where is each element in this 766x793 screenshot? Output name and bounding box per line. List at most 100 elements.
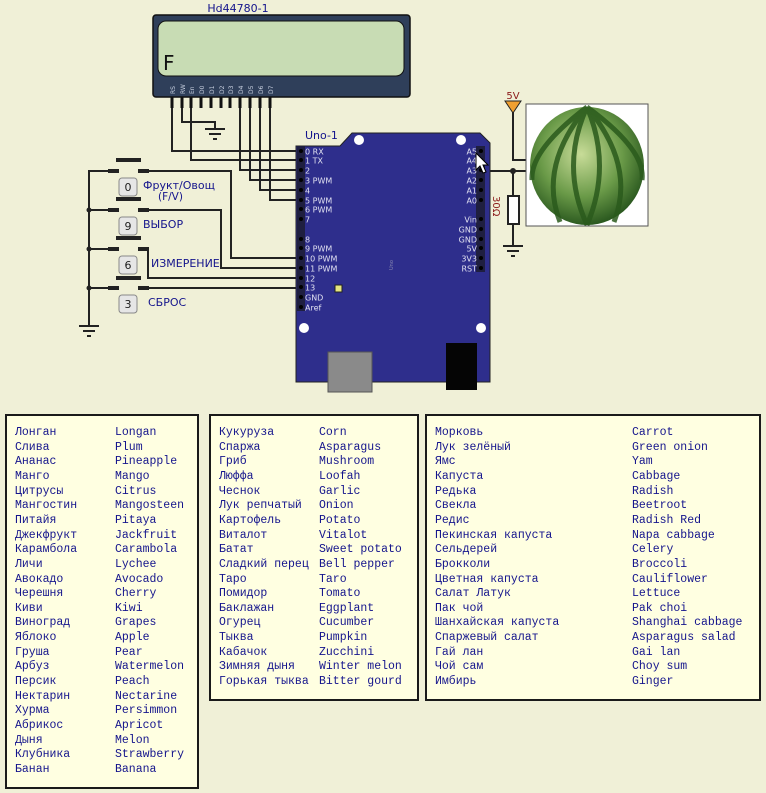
board-pin-label: 5V bbox=[466, 245, 477, 254]
item-russian: Сладкий перец bbox=[219, 557, 309, 571]
item-english: Beetroot bbox=[632, 499, 688, 513]
board-pin[interactable] bbox=[299, 266, 303, 270]
item-english: Carrot bbox=[632, 426, 674, 439]
item-english: Zucchini bbox=[319, 645, 375, 659]
board-pin-label: A1 bbox=[466, 187, 477, 196]
item-russian: Виноград bbox=[15, 616, 71, 630]
resistor[interactable]: 30Ω bbox=[490, 195, 520, 225]
board-pin-label: 12 bbox=[305, 275, 315, 284]
board-pin-label: GND bbox=[305, 294, 323, 303]
item-english: Watermelon bbox=[115, 660, 185, 674]
item-russian: Ананас bbox=[15, 455, 57, 469]
item-english: Radish bbox=[632, 484, 674, 498]
item-english: Shanghai cabbage bbox=[632, 616, 743, 630]
item-russian: Тыква bbox=[219, 631, 254, 645]
board-pin-label: Vin bbox=[464, 216, 477, 225]
item-russian: Карамбола bbox=[15, 543, 78, 557]
board-pin[interactable] bbox=[479, 178, 483, 182]
item-english: Napa cabbage bbox=[632, 528, 715, 542]
board-pin-label: A3 bbox=[466, 167, 477, 176]
board-pin[interactable] bbox=[479, 246, 483, 250]
board-pin[interactable] bbox=[299, 295, 303, 299]
board-pin[interactable] bbox=[299, 217, 303, 221]
lcd-pin-label: RS bbox=[170, 86, 177, 94]
board-pin[interactable] bbox=[479, 256, 483, 260]
item-russian: Чеснок bbox=[219, 484, 261, 498]
item-english: Eggplant bbox=[319, 601, 375, 615]
item-russian: Ямс bbox=[435, 455, 456, 469]
item-russian: Лук зелёный bbox=[435, 440, 511, 454]
item-english: Mangosteen bbox=[115, 499, 185, 513]
item-english: Vitalot bbox=[319, 528, 368, 542]
item-english: Bell pepper bbox=[319, 557, 395, 571]
board-pin[interactable] bbox=[299, 285, 303, 289]
item-english: Asparagus salad bbox=[632, 631, 736, 645]
item-russian: Личи bbox=[15, 557, 43, 571]
item-russian: Мангостин bbox=[15, 499, 78, 513]
board-pin[interactable] bbox=[299, 198, 303, 202]
item-russian: Капуста bbox=[435, 469, 484, 483]
item-english: Pineapple bbox=[115, 455, 178, 469]
board-pin-label: GND bbox=[459, 226, 477, 235]
item-russian: Лук репчатый bbox=[219, 499, 302, 513]
item-english: Jackfruit bbox=[115, 528, 178, 542]
board-pin[interactable] bbox=[479, 266, 483, 270]
board-pin-label: 3V3 bbox=[461, 255, 477, 264]
item-russian: Абрикос bbox=[15, 719, 64, 732]
board-pin[interactable] bbox=[299, 276, 303, 280]
board-pin[interactable] bbox=[299, 305, 303, 309]
lcd-text: F bbox=[163, 51, 175, 75]
board-pin[interactable] bbox=[299, 158, 303, 162]
item-english: Onion bbox=[319, 499, 354, 513]
board-pin[interactable] bbox=[299, 149, 303, 153]
item-english: Mango bbox=[115, 469, 150, 483]
lcd-pin-label: D1 bbox=[209, 85, 216, 94]
lcd-pin-label: D4 bbox=[238, 85, 245, 94]
item-english: Citrus bbox=[115, 484, 157, 498]
item-russian: Кабачок bbox=[219, 645, 268, 659]
item-russian: Имбирь bbox=[435, 675, 477, 689]
board-pin-label: 5 PWM bbox=[305, 197, 332, 206]
board-pin[interactable] bbox=[299, 168, 303, 172]
board-pin[interactable] bbox=[479, 227, 483, 231]
item-english: Cauliflower bbox=[632, 572, 708, 586]
board-pin-label: 2 bbox=[305, 167, 310, 176]
item-english: Garlic bbox=[319, 484, 361, 498]
mouse-cursor-icon bbox=[475, 151, 490, 174]
board-pin[interactable] bbox=[299, 188, 303, 192]
item-english: Cucumber bbox=[319, 616, 375, 630]
item-english: Plum bbox=[115, 440, 143, 454]
board-pin[interactable] bbox=[479, 188, 483, 192]
lcd-pin-label: En bbox=[189, 86, 196, 94]
item-russian: Таро bbox=[219, 572, 247, 586]
item-russian: Картофель bbox=[219, 513, 282, 527]
item-russian: Киви bbox=[15, 601, 43, 615]
item-english: Banana bbox=[115, 762, 157, 776]
item-english: Celery bbox=[632, 543, 674, 557]
board-pin[interactable] bbox=[479, 198, 483, 202]
button-contacts bbox=[108, 158, 149, 290]
item-russian: Джекфрукт bbox=[15, 528, 78, 542]
board-pin[interactable] bbox=[299, 237, 303, 241]
item-english: Broccoli bbox=[632, 557, 688, 571]
board-pin[interactable] bbox=[479, 217, 483, 221]
board-pin[interactable] bbox=[299, 246, 303, 250]
board-pin[interactable] bbox=[479, 149, 483, 153]
board-pin[interactable] bbox=[299, 207, 303, 211]
board-pin[interactable] bbox=[299, 256, 303, 260]
lcd-pin-label: D2 bbox=[219, 85, 226, 94]
item-english: Taro bbox=[319, 572, 347, 586]
item-russian: Груша bbox=[15, 645, 50, 659]
supply-5v: 5V bbox=[504, 91, 522, 114]
board-pin[interactable] bbox=[299, 178, 303, 182]
board-pin[interactable] bbox=[479, 237, 483, 241]
